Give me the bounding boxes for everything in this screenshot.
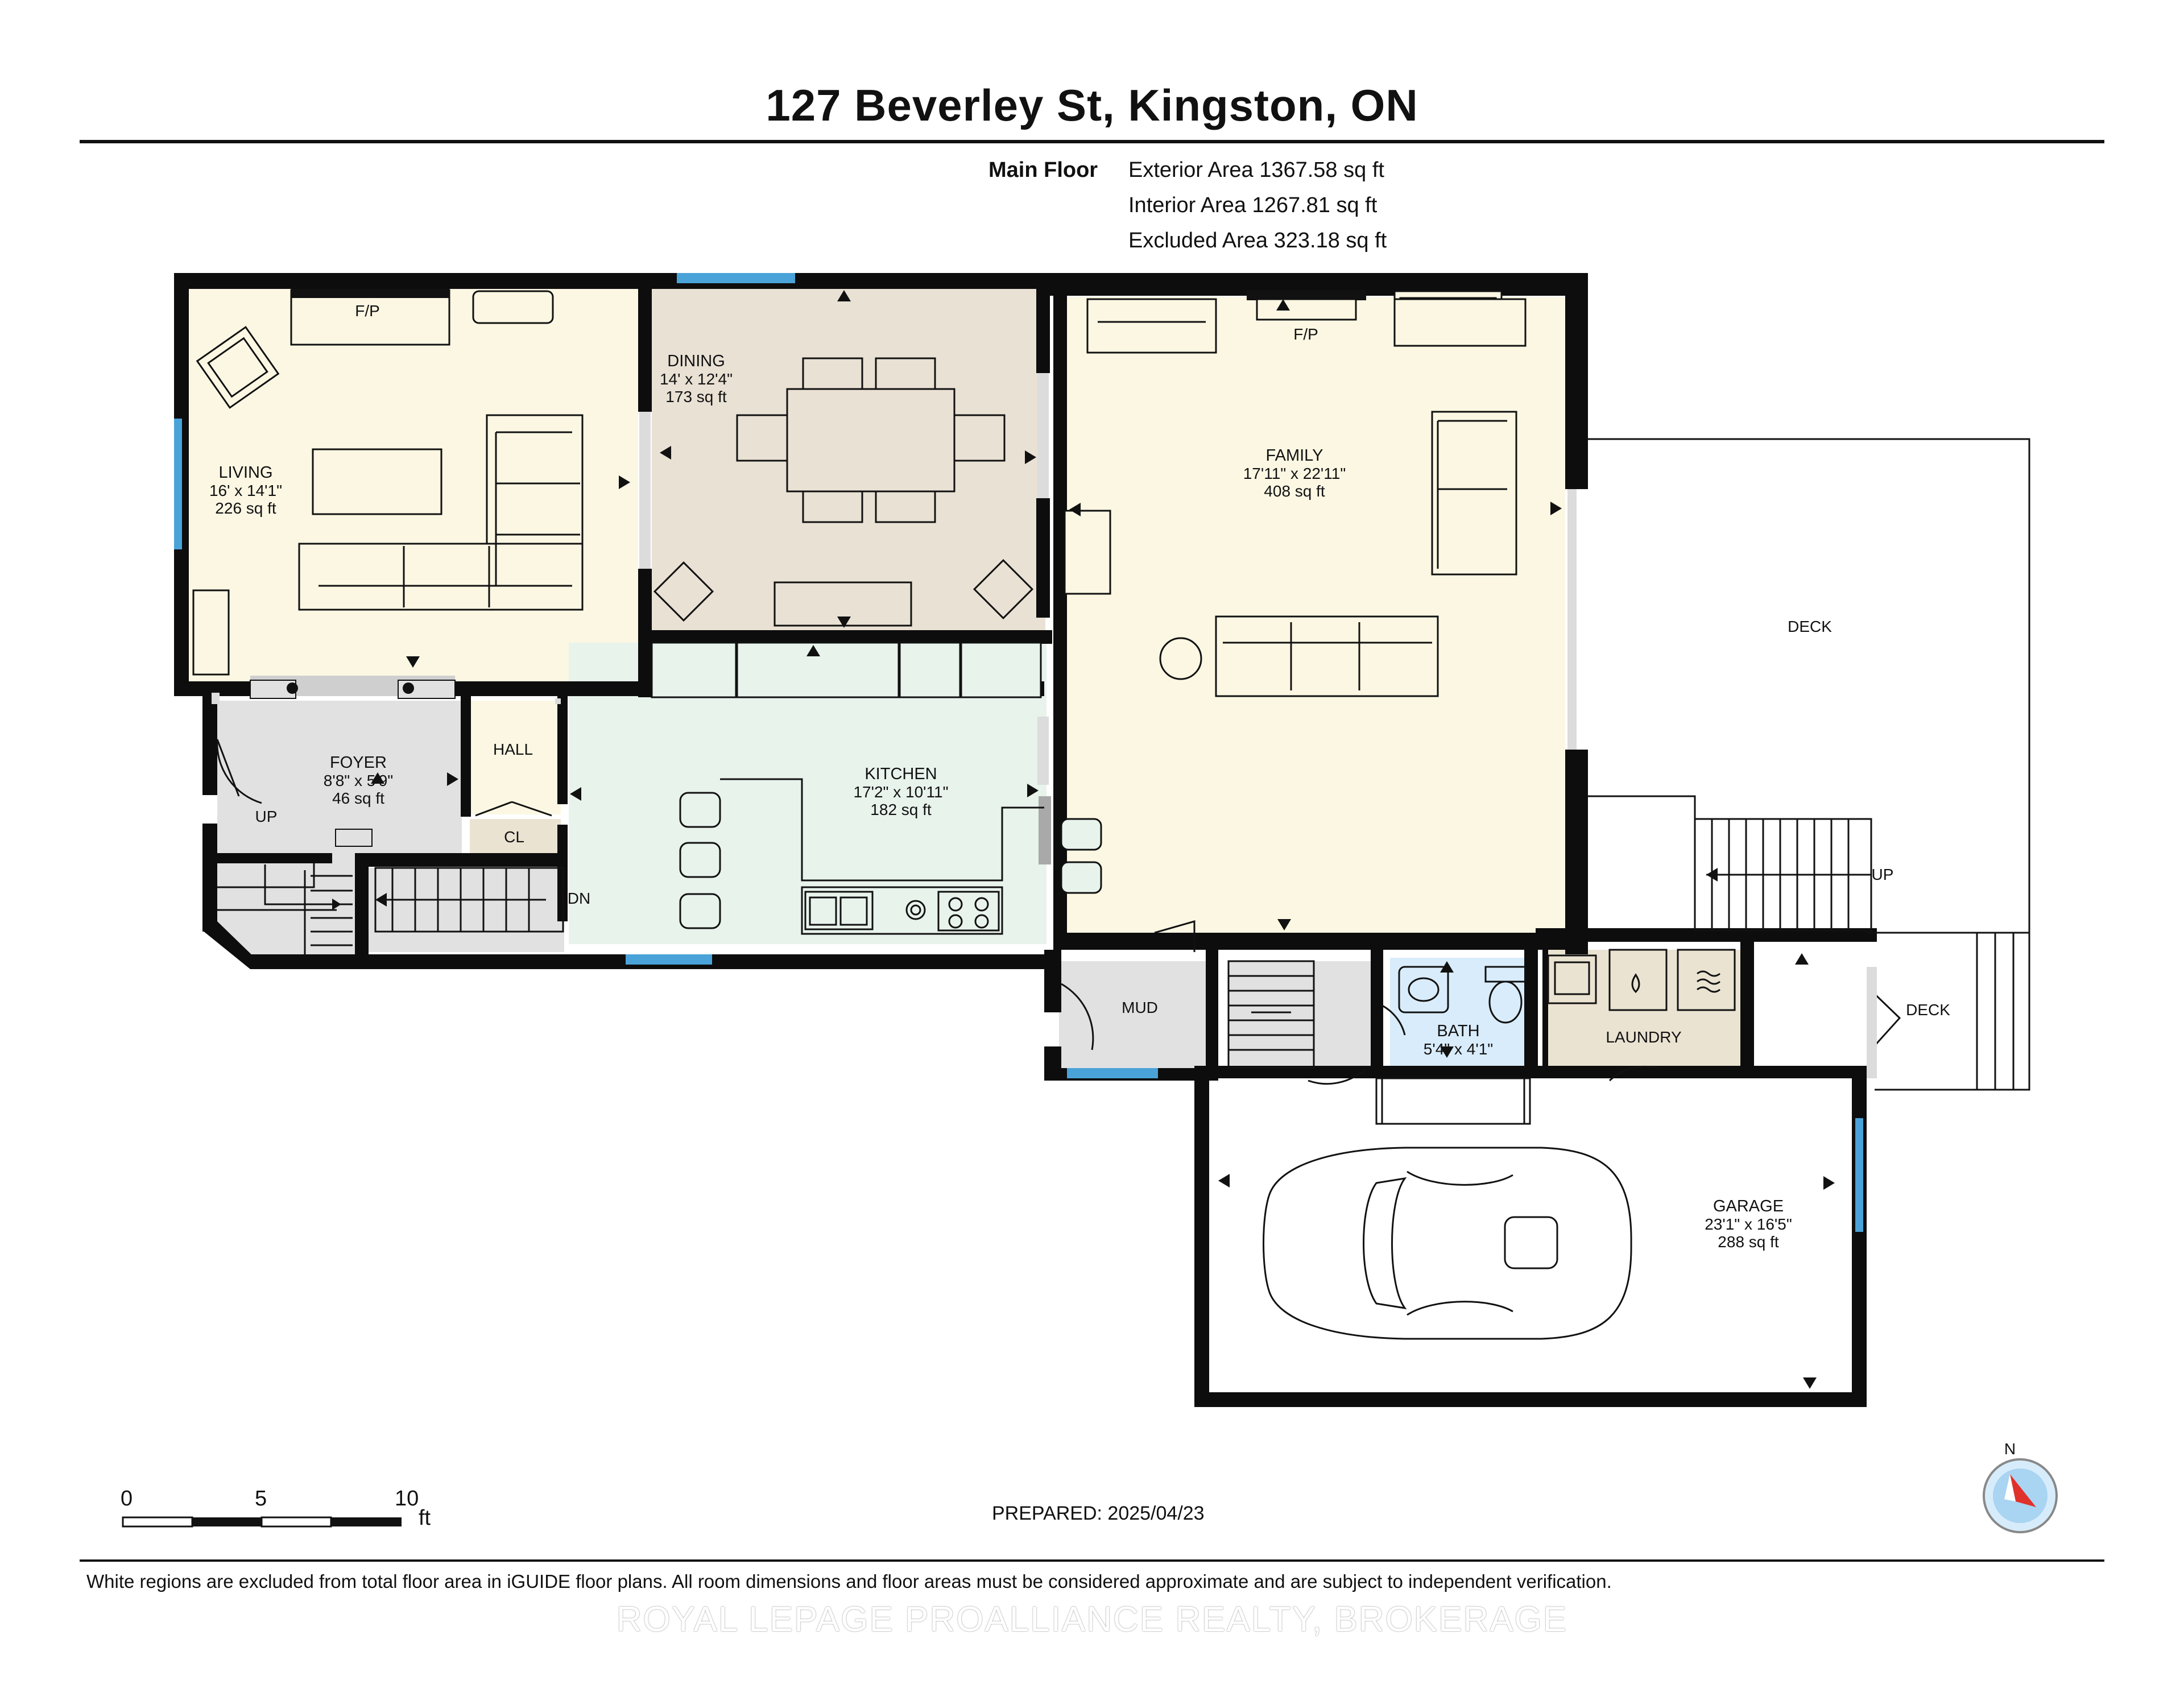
fireplace-family [1247, 290, 1366, 300]
deck-lower-label: DECK [1906, 1001, 1950, 1019]
fireplace-family-label: F/P [1293, 325, 1318, 343]
laundry-symbols [1631, 970, 1720, 994]
room-family: FAMILY 17'11" x 22'11" 408 sq ft [1243, 447, 1346, 500]
plan-title: 127 Beverley St, Kingston, ON [766, 80, 1418, 130]
stair-fill [1228, 961, 1376, 1075]
fireplace-living [291, 289, 449, 298]
closet-fill [470, 819, 561, 858]
room-mud: MUD [1122, 999, 1158, 1016]
floor-label: Main Floor [988, 158, 1098, 182]
interior-area: Interior Area 1267.81 sq ft [1128, 193, 1378, 217]
scale-tick-10: 10 [395, 1487, 419, 1511]
foyer-stairs [216, 739, 564, 955]
exterior-area: Exterior Area 1367.58 sq ft [1128, 158, 1384, 182]
north-label: N [2004, 1440, 2016, 1458]
room-garage: GARAGE 23'1" x 16'5" 288 sq ft [1705, 1198, 1792, 1251]
room-area: 408 sq ft [1264, 482, 1325, 500]
room-living: LIVING 16' x 14'1" 226 sq ft [209, 464, 283, 518]
rear-fixtures [1061, 920, 1901, 1125]
deck-stair-up-label: UP [1871, 866, 1894, 883]
family-sofa-lines [1098, 321, 1507, 690]
compass [1983, 1458, 2058, 1533]
windows [174, 273, 1863, 1232]
stair-up-label: UP [255, 808, 278, 825]
room-dimensions: 14' x 12'4" [659, 370, 733, 388]
room-area: 46 sq ft [332, 789, 384, 807]
room-laundry: LAUNDRY [1606, 1028, 1682, 1046]
room-name: LIVING [218, 464, 273, 482]
stair-up-arrow [332, 899, 341, 910]
foyer-fixtures [250, 680, 456, 847]
deck-upper-label: DECK [1788, 618, 1832, 635]
excluded-area: Excluded Area 323.18 sq ft [1128, 229, 1387, 253]
room-dimensions: 5'4" x 4'1" [1423, 1040, 1494, 1058]
fireplace-family-hearth [1256, 298, 1357, 321]
deck-stair-arrow [1706, 868, 1718, 882]
room-hall: HALL [493, 740, 533, 758]
room-dining: DINING 14' x 12'4" 173 sq ft [660, 353, 733, 406]
room-name: GARAGE [1713, 1197, 1784, 1215]
room-area: 173 sq ft [665, 388, 727, 406]
walls [174, 273, 1877, 1407]
room-name: DINING [667, 352, 725, 370]
title-divider [80, 140, 2104, 143]
scale-tick-0: 0 [121, 1487, 133, 1511]
kitchen-fixtures [804, 891, 1000, 932]
prepared-date: PREPARED: 2025/04/23 [992, 1503, 1205, 1524]
scale-unit: ft [419, 1506, 431, 1530]
stair-dn-fill [369, 868, 564, 952]
room-dimensions: 23'1" x 16'5" [1705, 1215, 1792, 1233]
room-dimensions: 17'2" x 10'11" [853, 783, 949, 801]
room-kitchen: KITCHEN 17'2" x 10'11" 182 sq ft [853, 765, 949, 819]
stair-dn-arrow [375, 893, 387, 907]
opening-markers [371, 290, 1835, 1389]
room-area: 288 sq ft [1718, 1233, 1779, 1251]
living-sofa-lines [318, 431, 580, 607]
mud-fill [1059, 961, 1213, 1075]
fireplace-living-label: F/P [355, 302, 380, 320]
foyer-light-2 [403, 682, 414, 694]
living-furniture [192, 289, 584, 676]
room-name: FOYER [330, 754, 387, 772]
room-area: 182 sq ft [870, 801, 932, 818]
room-area: 226 sq ft [215, 499, 276, 517]
room-dimensions: 8'8" x 5'9" [323, 772, 394, 789]
disclaimer: White regions are excluded from total fl… [86, 1571, 1612, 1592]
scale-tick-5: 5 [255, 1487, 267, 1511]
stair-dn-label: DN [567, 889, 591, 907]
hall-fill [470, 701, 561, 814]
room-dimensions: 16' x 14'1" [209, 482, 283, 499]
room-name: BATH [1437, 1022, 1480, 1040]
deck-outline [1588, 438, 2030, 1091]
watermark: ROYAL LEPAGE PROALLIANCE REALTY, BROKERA… [616, 1600, 1568, 1639]
family-room-fill [1065, 297, 1565, 934]
room-bath: BATH 5'4" x 4'1" [1424, 1023, 1493, 1058]
footer-divider [80, 1559, 2104, 1562]
deck-stairs [1706, 819, 2015, 1090]
family-furniture [1064, 290, 1527, 697]
car [1263, 1147, 1632, 1340]
room-foyer: FOYER 8'8" x 5'9" 46 sq ft [323, 754, 394, 808]
room-closet: CL [504, 828, 524, 846]
foyer-light-1 [287, 682, 298, 694]
room-dimensions: 17'11" x 22'11" [1243, 465, 1346, 482]
room-name: FAMILY [1265, 446, 1323, 465]
scale-bar [122, 1516, 402, 1528]
room-name: KITCHEN [864, 765, 937, 783]
